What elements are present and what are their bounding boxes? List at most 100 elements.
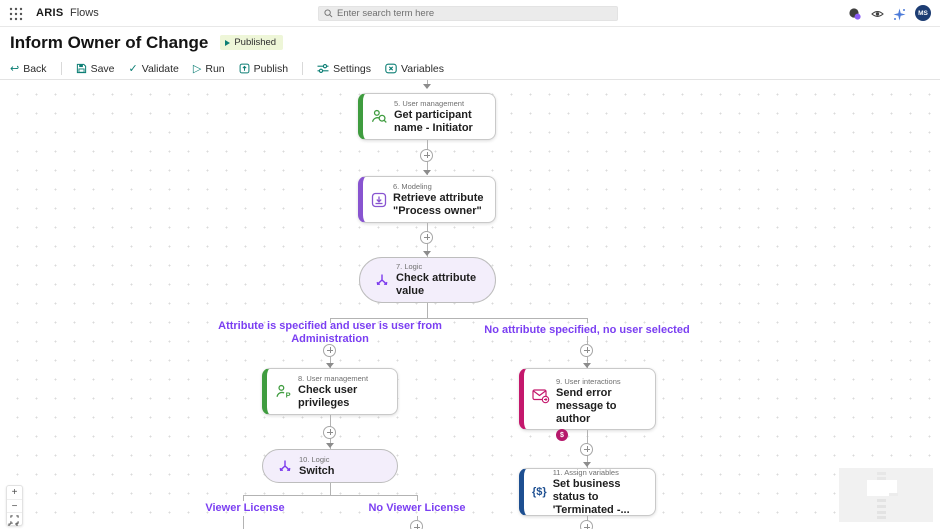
node-category: 11. Assign variables [552,467,619,477]
back-button[interactable]: ↩ Back [10,62,47,75]
page-header: Inform Owner of Change Published [0,27,940,58]
flow-toolbar: ↩ Back Save ✓ Validate ▷ Run Publish [0,58,940,80]
user-avatar[interactable]: MS [915,5,931,21]
settings-button[interactable]: Settings [317,63,371,75]
node-retrieve-attribute[interactable]: 6. Modeling Retrieve attribute "Process … [358,176,496,223]
arrow-down-icon [423,170,431,175]
node-get-participant-name[interactable]: 5. User management Get participant name … [358,93,496,140]
node-switch[interactable]: 10. Logic Switch [262,449,398,483]
publish-button[interactable]: Publish [239,63,288,75]
node-title: Switch [299,464,335,477]
search-icon [324,9,333,18]
connector-line [242,495,418,496]
variables-button[interactable]: Variables [385,63,444,75]
product-name: Flows [70,7,99,19]
publish-icon [239,63,250,74]
arrow-down-icon [423,251,431,256]
save-icon [76,63,87,74]
app-launcher-icon[interactable] [9,7,23,21]
validate-button[interactable]: ✓ Validate [128,62,179,75]
add-step-icon[interactable] [580,442,593,456]
arrow-down-icon [583,363,591,368]
connector-line [329,357,331,368]
arrow-down-icon [326,443,334,448]
minimap-node [877,488,886,491]
connector-line [416,516,418,520]
node-send-error-message[interactable]: 9. User interactions Send error message … [519,368,656,441]
node-set-business-status[interactable]: {$} 11. Assign variables Set business st… [519,468,656,516]
variables-count-badge: $ [556,429,568,441]
node-category: 5. User management [394,98,465,108]
connector-line [329,483,331,495]
connector-line [586,318,588,323]
user-search-icon [371,108,388,125]
node-title: Check user privileges [298,383,358,409]
connector-line [586,357,588,368]
node-category: 6. Modeling [393,181,432,191]
flow-canvas[interactable]: 5. User management Get participant name … [0,80,940,529]
assign-variables-icon: {$} [532,486,547,498]
svg-text:P: P [286,390,291,399]
edge-label-no-attribute[interactable]: No attribute specified, no user selected [484,324,690,336]
arrow-down-icon [583,462,591,467]
variables-icon [385,63,397,74]
node-title: Get participant name - Initiator [394,108,473,134]
run-play-icon: ▷ [192,62,202,75]
node-check-user-privileges[interactable]: P 8. User management Check user privileg… [262,368,398,415]
notifications-icon[interactable] [847,6,863,22]
minimap-node [877,483,886,486]
add-step-icon[interactable] [420,148,433,162]
zoom-out-button[interactable]: − [7,499,22,512]
published-play-icon [225,39,231,46]
global-search[interactable] [318,6,618,21]
node-title: Retrieve attribute "Process owner" [393,191,484,217]
connector-line [586,336,588,344]
node-category: 10. Logic [299,454,330,464]
add-step-icon[interactable] [420,230,433,244]
ai-sparkle-icon[interactable] [891,6,907,22]
minimap-node [889,493,898,496]
search-input[interactable] [337,8,612,19]
minimap[interactable] [839,468,933,522]
add-step-icon[interactable] [323,343,336,357]
add-step-icon[interactable] [580,343,593,357]
node-check-attribute-value[interactable]: 7. Logic Check attribute value [359,257,496,303]
checkmark-icon: ✓ [128,62,138,75]
user-privileges-icon: P [275,383,292,400]
node-category: 8. User management [298,373,369,383]
minimap-node [877,477,886,480]
add-step-icon[interactable] [580,520,593,529]
minimap-node [877,516,886,519]
toolbar-divider [302,62,304,75]
save-button[interactable]: Save [76,63,115,75]
page-title: Inform Owner of Change [10,32,209,52]
add-step-icon[interactable] [323,425,336,439]
status-badge: Published [220,35,284,50]
logic-branch-icon [374,272,390,288]
minimap-node [877,511,886,514]
node-title: Send error message to author [556,387,617,425]
connector-line [426,80,428,85]
settings-sliders-icon [317,63,329,74]
node-title: Set business status to 'Terminated -... [552,477,630,516]
back-arrow-icon: ↩ [10,62,20,75]
minimap-node [877,505,886,508]
top-bar: ARIS Flows MS [0,0,940,27]
node-title: Check attribute value [396,272,477,297]
watch-eye-icon[interactable] [869,6,885,22]
connector-line [586,516,588,522]
edge-label-no-viewer-license[interactable]: No Viewer License [368,502,466,514]
add-step-icon[interactable] [410,520,423,529]
run-button[interactable]: ▷ Run [192,62,225,75]
connector-line [329,318,588,319]
arrow-down-icon [423,84,431,89]
connector-line [242,516,244,529]
fit-to-screen-button[interactable] [7,512,22,525]
expand-canvas-icon[interactable] [8,523,18,529]
edge-label-viewer-license[interactable]: Viewer License [205,502,285,514]
node-category: 7. Logic [396,262,423,271]
brand-logo[interactable]: ARIS [36,7,64,19]
connector-line [242,495,244,501]
zoom-in-button[interactable]: + [11,487,18,498]
edge-label-attribute-specified[interactable]: Attribute is specified and user is user … [218,320,442,345]
